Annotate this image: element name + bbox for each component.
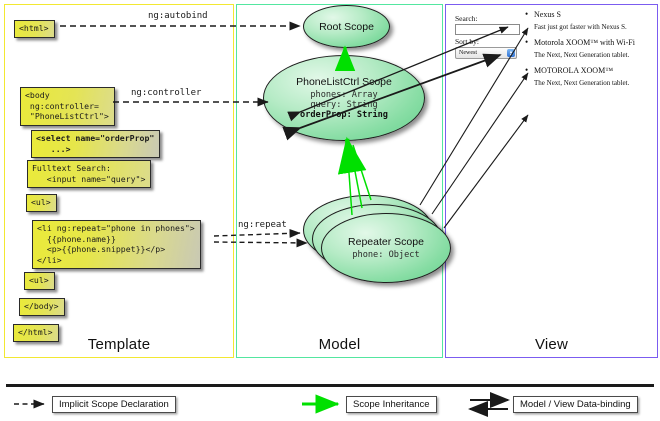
column-label-view: View — [534, 336, 569, 353]
scope-phonelistctrl-props: phones: Array query: String orderProp: S… — [300, 90, 388, 120]
scope-phonelistctrl: PhoneListCtrl Scope phones: Array query:… — [263, 55, 425, 141]
phone-name: Motorola XOOM™ with Wi-Fi — [525, 37, 653, 47]
scope-prop-plain: phones: Array query: String — [310, 90, 378, 110]
connector-label-repeat: ng:repeat — [238, 220, 287, 230]
code-box-ul-open: <ul> — [26, 194, 57, 212]
scope-root: Root Scope — [303, 5, 390, 48]
code-box-html-open: <html> — [14, 20, 55, 38]
column-label-model: Model — [318, 336, 361, 353]
legend-label: Model / View Data-binding — [513, 395, 638, 413]
scope-prop-orderprop: orderProp: String — [300, 110, 388, 120]
code-box-body-open: <body ng:controller= "PhoneListCtrl"> — [20, 87, 115, 126]
column-label-template: Template — [87, 336, 151, 353]
code-box-select: <select name="orderProp" ...> — [31, 130, 161, 158]
phone-snippet: Fast just got faster with Nexus S. — [534, 23, 627, 31]
phone-name: Nexus S — [525, 9, 653, 19]
view-sort-group: Sort by: Newest ▲▼ — [455, 37, 517, 59]
list-item: Motorola XOOM™ with Wi-Fi The Next, Next… — [525, 37, 653, 59]
legend-item-implicit-scope-declaration: Implicit Scope Declaration — [52, 395, 176, 413]
sort-select-value: Newest — [459, 50, 477, 56]
list-item: Nexus S Fast just got faster with Nexus … — [525, 9, 653, 31]
code-box-body-close: </body> — [19, 298, 65, 316]
code-box-li-repeat: <li ng:repeat="phone in phones"> {{phone… — [32, 220, 201, 269]
scope-repeater: Repeater Scope phone: Object — [321, 213, 451, 283]
sort-select[interactable]: Newest ▲▼ — [455, 47, 517, 59]
phone-list: Nexus S Fast just got faster with Nexus … — [525, 9, 653, 94]
sort-label: Sort by: — [455, 37, 479, 46]
phone-snippet: The Next, Next Generation tablet. — [534, 79, 630, 87]
code-box-fulltext: Fulltext Search: <input name="query"> — [27, 160, 152, 188]
legend-item-scope-inheritance: Scope Inheritance — [303, 395, 437, 413]
search-input[interactable] — [455, 24, 520, 35]
list-item: MOTOROLA XOOM™ The Next, Next Generation… — [525, 65, 653, 87]
scope-root-title: Root Scope — [319, 20, 374, 33]
scope-phonelistctrl-title: PhoneListCtrl Scope — [296, 76, 392, 88]
view-search-group: Search: — [455, 14, 520, 35]
search-label: Search: — [455, 14, 478, 23]
phone-snippet: The Next, Next Generation tablet. — [534, 51, 630, 59]
connector-label-controller: ng:controller — [131, 88, 202, 98]
legend-item-data-binding: Model / View Data-binding — [513, 395, 638, 413]
code-box-html-close: </html> — [13, 324, 59, 342]
code-box-ul-close: <ul> — [24, 272, 55, 290]
legend-label: Scope Inheritance — [346, 395, 437, 413]
connector-label-autobind: ng:autobind — [148, 11, 208, 21]
scope-repeater-props: phone: Object — [352, 250, 420, 260]
stepper-icon[interactable]: ▲▼ — [507, 49, 515, 57]
phone-name: MOTOROLA XOOM™ — [525, 65, 653, 75]
legend-label: Implicit Scope Declaration — [52, 395, 176, 413]
legend-divider — [6, 384, 654, 387]
scope-repeater-title: Repeater Scope — [348, 236, 424, 248]
